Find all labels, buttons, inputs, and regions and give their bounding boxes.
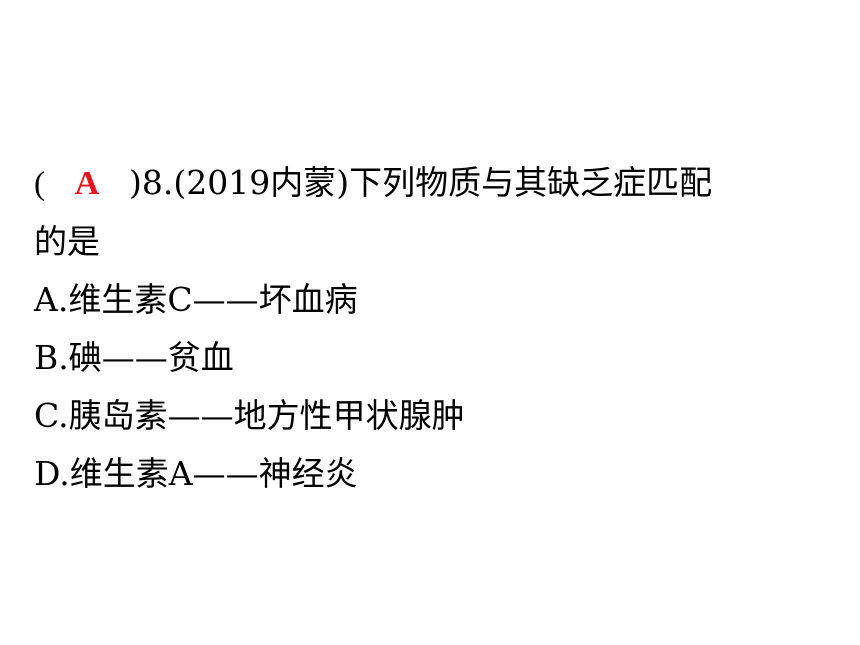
answer-label: A <box>74 165 100 202</box>
option-c: C.胰岛素——地方性甲状腺肿 <box>34 396 465 435</box>
question-stem-text: )8.(2019内蒙)下列物质与其缺乏症匹配 <box>129 163 713 202</box>
option-a: A.维生素C——坏血病 <box>34 280 358 319</box>
option-d: D.维生素A——神经炎 <box>34 454 358 493</box>
question-stem-line-1: ( A )8.(2019内蒙)下列物质与其缺乏症匹配 <box>34 154 824 213</box>
open-paren: ( <box>34 166 45 202</box>
question-stem-line-2: 的是 <box>34 222 100 261</box>
question-block: (A)8.(2019内蒙)下列物质与其缺乏症匹配 的是 A.维生素C——坏血病 … <box>34 154 824 503</box>
option-b: B.碘——贫血 <box>34 338 234 377</box>
